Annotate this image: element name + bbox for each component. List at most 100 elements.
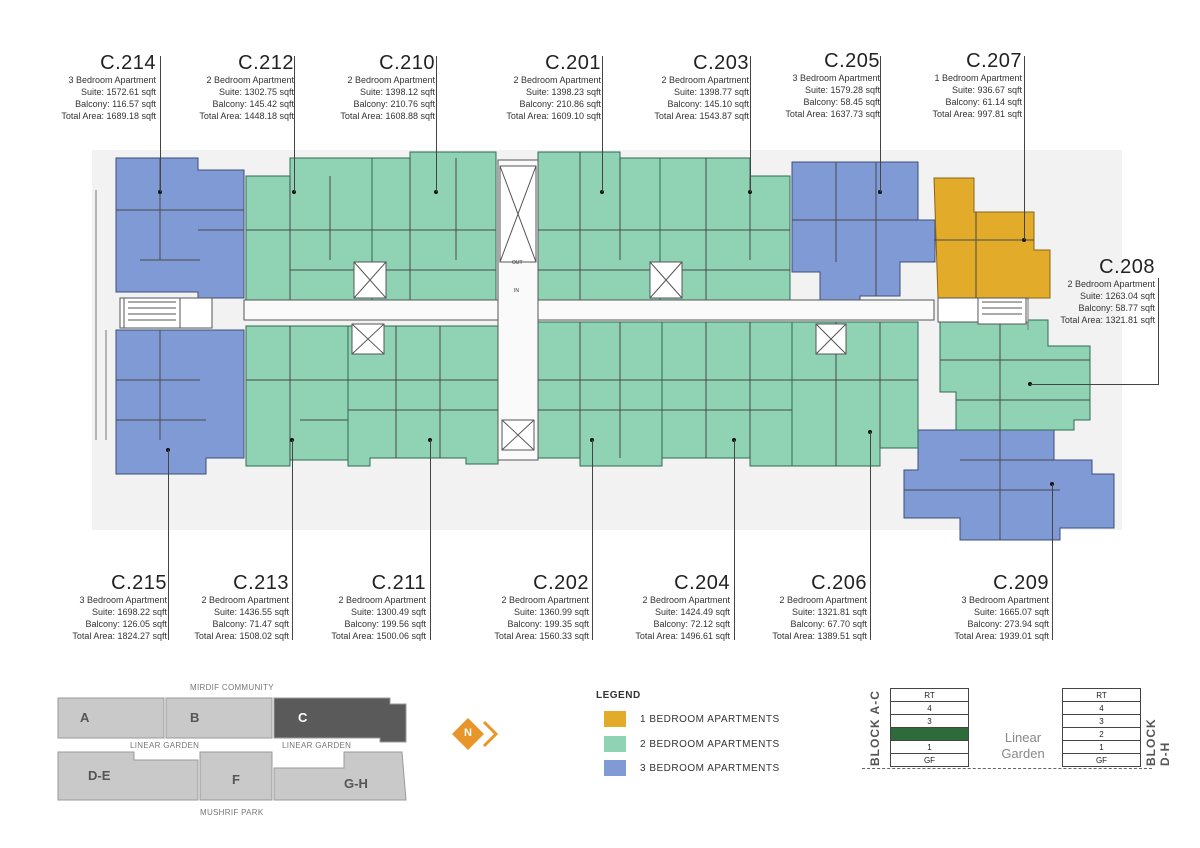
leader-c204 [734,440,735,640]
unit-balcony: Balcony: 71.47 sqft [212,619,289,629]
unit-label-c201: C.201 2 Bedroom Apartment Suite: 1398.23… [506,52,601,122]
unit-c214-area [115,157,245,299]
unit-code: C.205 [824,50,880,72]
legend-label-1bed: 1 BEDROOM APARTMENTS [640,713,780,725]
linear-garden-label-1: LINEAR GARDEN [130,741,200,750]
key-map-blocks [57,697,407,801]
unit-type: 3 Bedroom Apartment [68,75,156,85]
unit-type: 3 Bedroom Apartment [961,595,1049,605]
block-a-label: A [80,710,90,725]
legend-title: LEGEND [596,690,641,701]
unit-total: Total Area: 1560.33 sqft [494,631,589,641]
mushrif-park-label: MUSHRIF PARK [200,808,264,817]
unit-type: 2 Bedroom Apartment [661,75,749,85]
block-c-label: C [298,710,308,725]
unit-suite: Suite: 1300.49 sqft [350,607,426,617]
unit-total: Total Area: 1637.73 sqft [785,109,880,119]
unit-code: C.204 [674,572,730,594]
unit-suite: Suite: 1302.75 sqft [218,87,294,97]
unit-label-c203: C.203 2 Bedroom Apartment Suite: 1398.77… [654,52,749,122]
unit-code: C.206 [811,572,867,594]
unit-c215-area [115,329,245,475]
unit-total: Total Area: 1939.01 sqft [954,631,1049,641]
unit-label-c207: C.207 1 Bedroom Apartment Suite: 936.67 … [932,50,1022,120]
unit-total: Total Area: 1824.27 sqft [72,631,167,641]
block-b-label: B [190,710,200,725]
unit-label-c212: C.212 2 Bedroom Apartment Suite: 1302.75… [199,52,294,122]
block-gh-shape [273,751,407,801]
leader-c214 [160,56,161,192]
unit-balcony: Balcony: 145.10 sqft [667,99,749,109]
plan-edge-lines [95,190,1029,440]
unit-suite: Suite: 1398.12 sqft [359,87,435,97]
unit-c209-area [903,429,1115,541]
unit-suite: Suite: 1263.04 sqft [1079,291,1155,301]
floor-cell: 1 [1062,740,1141,754]
block-de-label: D-E [88,768,111,783]
block-right-label: BLOCK D-H [1144,718,1172,766]
leader-c213 [292,440,293,640]
block-a-shape [57,697,165,739]
unit-balcony: Balcony: 199.35 sqft [507,619,589,629]
unit-code: C.212 [238,52,294,74]
interior-walls [116,152,1090,540]
leader-c211 [430,440,431,640]
three-bedroom-units [115,157,1115,541]
unit-suite: Suite: 1360.99 sqft [513,607,589,617]
legend-swatch-3bed [604,760,626,776]
legend-label-2bed: 2 BEDROOM APARTMENTS [640,738,780,750]
unit-label-c209: C.209 3 Bedroom Apartment Suite: 1665.07… [954,572,1049,642]
unit-balcony: Balcony: 58.77 sqft [1078,303,1155,313]
unit-balcony: Balcony: 145.42 sqft [212,99,294,109]
out-label: OUT [512,260,523,266]
block-gh-label: G-H [344,776,368,791]
unit-suite: Suite: 1698.22 sqft [91,607,167,617]
block-de-shape [57,751,199,801]
unit-balcony: Balcony: 67.70 sqft [790,619,867,629]
unit-balcony: Balcony: 72.12 sqft [653,619,730,629]
unit-code: C.207 [966,50,1022,72]
unit-total: Total Area: 1609.10 sqft [506,111,601,121]
legend-label-3bed: 3 BEDROOM APARTMENTS [640,762,780,774]
unit-total: Total Area: 1496.61 sqft [635,631,730,641]
unit-label-c210: C.210 2 Bedroom Apartment Suite: 1398.12… [340,52,435,122]
unit-label-c215: C.215 3 Bedroom Apartment Suite: 1698.22… [72,572,167,642]
unit-type: 2 Bedroom Apartment [201,595,289,605]
unit-type: 2 Bedroom Apartment [206,75,294,85]
floor-cell: 2 [1062,727,1141,741]
floor-cell: RT [890,688,969,702]
unit-total: Total Area: 1608.88 sqft [340,111,435,121]
unit-suite: Suite: 1424.49 sqft [654,607,730,617]
lift-cores [123,165,1027,451]
unit-suite: Suite: 1572.61 sqft [80,87,156,97]
unit-label-c204: C.204 2 Bedroom Apartment Suite: 1424.49… [635,572,730,642]
legend-swatch-1bed [604,711,626,727]
unit-total: Total Area: 1508.02 sqft [194,631,289,641]
mirdif-community-label: MIRDIF COMMUNITY [190,683,274,692]
unit-balcony: Balcony: 61.14 sqft [945,97,1022,107]
block-f-shape [199,751,273,801]
unit-balcony: Balcony: 126.05 sqft [85,619,167,629]
unit-label-c208: C.208 2 Bedroom Apartment Suite: 1263.04… [1060,256,1155,326]
block-left-label: BLOCK A-C [868,690,882,766]
unit-balcony: Balcony: 210.76 sqft [353,99,435,109]
leader-c209 [1052,484,1053,640]
legend-item-3bed: 3 BEDROOM APARTMENTS [604,759,780,777]
floor-cell: GF [890,753,969,767]
unit-total: Total Area: 997.81 sqft [932,109,1022,119]
unit-type: 2 Bedroom Apartment [501,595,589,605]
unit-suite: Suite: 1398.23 sqft [525,87,601,97]
unit-type: 1 Bedroom Apartment [934,73,1022,83]
unit-balcony: Balcony: 58.45 sqft [803,97,880,107]
legend-swatch-2bed [604,736,626,752]
unit-suite: Suite: 1436.55 sqft [213,607,289,617]
unit-suite: Suite: 1579.28 sqft [804,85,880,95]
unit-code: C.202 [533,572,589,594]
leader-c205 [880,56,881,192]
leader-c201 [602,56,603,192]
unit-code: C.213 [233,572,289,594]
two-bedroom-units [245,151,1091,467]
legend-item-1bed: 1 BEDROOM APARTMENTS [604,710,780,728]
floor-cell-active: 2 [890,727,969,741]
unit-label-c206: C.206 2 Bedroom Apartment Suite: 1321.81… [772,572,867,642]
